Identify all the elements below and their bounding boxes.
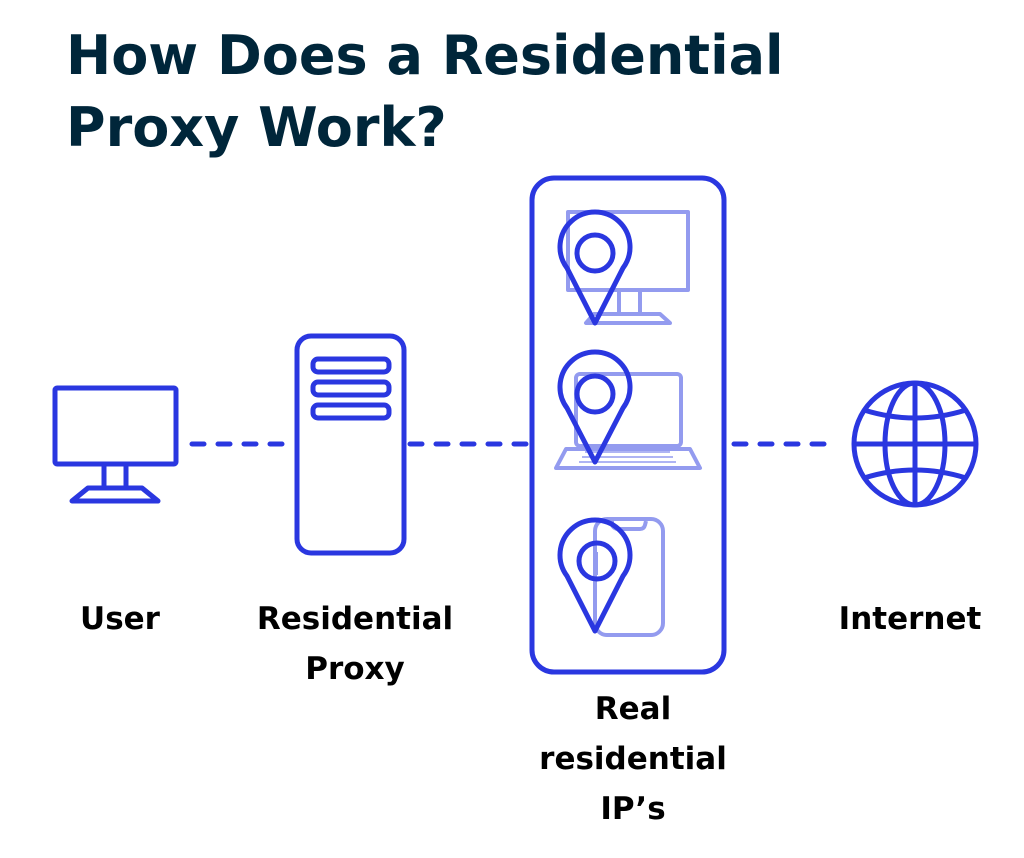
label-user: User	[80, 601, 160, 637]
location-pin-icon	[557, 209, 633, 326]
server-icon	[294, 333, 407, 556]
label-real-residential-ips: Real residential IP’s	[539, 691, 727, 827]
residential-ips-container	[529, 175, 727, 675]
title-line-1: How Does a Residential	[66, 24, 784, 87]
location-pin-icon	[557, 349, 633, 465]
location-pin-icon	[557, 517, 633, 634]
monitor-icon	[52, 385, 179, 504]
label-internet: Internet	[838, 601, 982, 637]
globe-icon	[851, 380, 979, 508]
title-line-2: Proxy Work?	[66, 96, 447, 159]
label-residential-proxy: Residential Proxy	[256, 601, 454, 687]
page-title: How Does a Residential Proxy Work?	[66, 20, 784, 164]
